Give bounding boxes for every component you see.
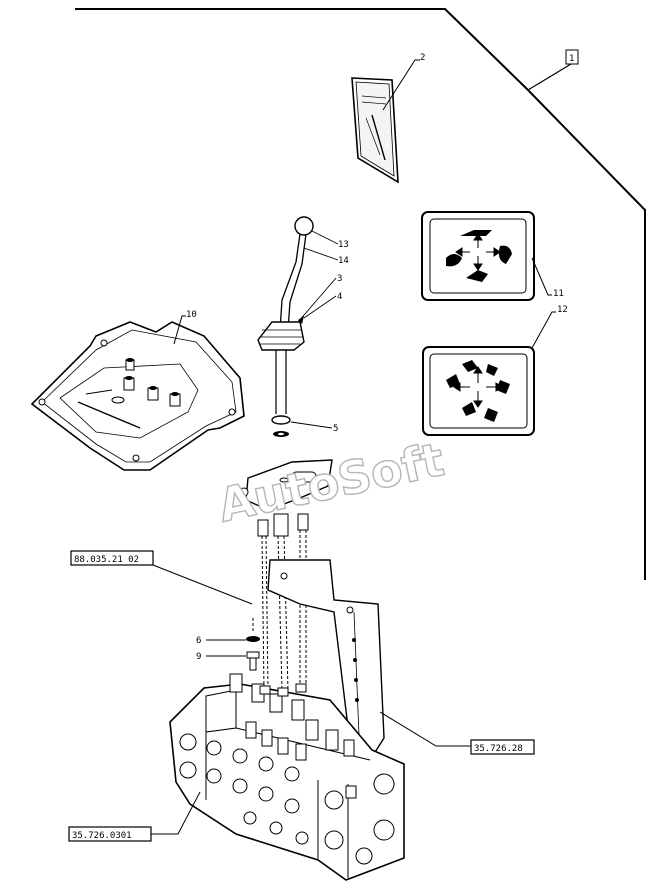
valve-ports [179, 733, 395, 865]
pilot-valve-head [239, 459, 333, 537]
callout-13: 13 [338, 240, 349, 250]
lever-boot [257, 321, 305, 351]
bolt-9 [246, 651, 260, 671]
callout-14: 14 [338, 256, 349, 266]
callout-10: 10 [186, 310, 197, 320]
page-indicator[interactable]: 1 [565, 49, 579, 65]
callout-12: 12 [557, 305, 568, 315]
callout-11: 11 [553, 289, 564, 299]
callout-6: 6 [196, 636, 201, 646]
joystick-lever [257, 216, 314, 414]
manual-booklet [351, 77, 399, 184]
watermark: AutoSoft [214, 432, 449, 532]
callout-5: 5 [333, 424, 338, 434]
control-valve-block [169, 673, 405, 881]
washers [271, 415, 291, 437]
decal-11 [421, 211, 535, 301]
hose-fittings [259, 683, 307, 697]
pilot-valve-knobs [123, 358, 181, 407]
callout-4: 4 [337, 292, 342, 302]
reference-box-35-726-28[interactable]: 35.726.28 [470, 739, 535, 755]
reference-label-3: 35.726.0301 [72, 831, 132, 841]
decal-12 [422, 346, 535, 436]
reference-label-2: 35.726.28 [474, 744, 523, 754]
reference-box-35-726-0301[interactable]: 35.726.0301 [68, 826, 152, 842]
page-indicator-label: 1 [569, 54, 574, 64]
mounting-plate [30, 321, 245, 471]
hydraulic-hoses [261, 530, 307, 691]
reference-box-88-035-21-02[interactable]: 88.035.21 02 [70, 550, 154, 566]
washer-6 [246, 636, 260, 642]
callout-2: 2 [420, 53, 425, 63]
reference-label-1: 88.035.21 02 [74, 555, 139, 565]
callout-9: 9 [196, 652, 201, 662]
callout-3: 3 [337, 274, 342, 284]
